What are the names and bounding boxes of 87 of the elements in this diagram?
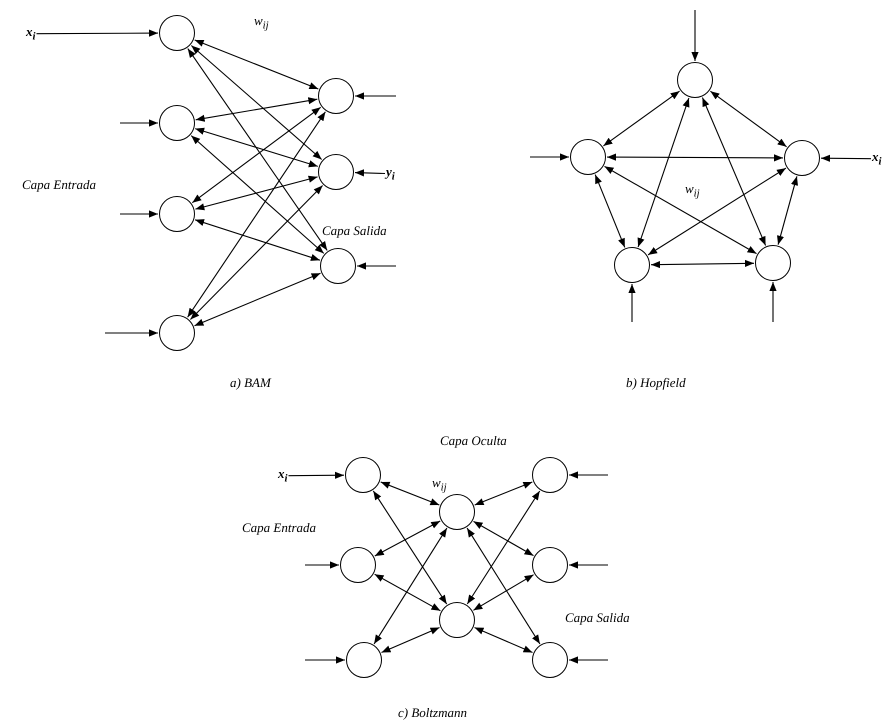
arrow (187, 48, 328, 251)
arrow (355, 92, 396, 100)
arrow (195, 176, 318, 210)
arrow (190, 185, 323, 320)
layer-label: Capa Oculta (440, 434, 507, 447)
weight-label: w$_{ij}$ (254, 14, 269, 32)
neuron-circle (614, 247, 650, 283)
signal-label: x$_{i}$ (872, 150, 882, 168)
arrow (194, 39, 318, 90)
neuron-circle (439, 602, 475, 638)
signal-label: x$_{i}$ (26, 25, 36, 42)
arrow (288, 472, 344, 479)
arrow (105, 329, 158, 337)
arrow (381, 627, 440, 653)
neuron-circle (755, 245, 791, 281)
arrow (603, 90, 680, 146)
arrow (36, 30, 158, 37)
arrow (374, 528, 448, 644)
panel-caption: a) BAM (230, 376, 271, 389)
arrow (192, 106, 322, 204)
arrow (354, 169, 386, 176)
layer-label: Capa Entrada (22, 178, 96, 191)
arrow (190, 45, 322, 160)
neuron-circle (320, 248, 356, 284)
arrow (821, 154, 871, 162)
arrow (120, 119, 158, 127)
arrow (473, 574, 534, 611)
arrow (638, 98, 690, 248)
arrow (648, 168, 786, 256)
arrow (569, 471, 608, 479)
arrow (607, 154, 783, 162)
arrow (466, 528, 540, 644)
layer-label: Capa Salida (565, 611, 630, 624)
neuron-circle (159, 105, 195, 141)
arrow (120, 210, 158, 218)
neuron-circle (346, 642, 382, 678)
arrow (357, 262, 396, 270)
arrow (380, 481, 440, 506)
arrow (702, 97, 766, 246)
weight-label: w$_{ij}$ (432, 476, 447, 494)
neuron-circle (345, 457, 381, 493)
layer-label: Capa Entrada (242, 521, 316, 534)
neuron-circle (318, 154, 354, 190)
arrow (372, 490, 448, 604)
neuron-circle (439, 494, 475, 530)
neuron-circle (677, 62, 713, 98)
arrow (474, 627, 533, 653)
arrow (569, 561, 608, 569)
neuron-circle (159, 15, 195, 51)
arrow (628, 284, 636, 322)
arrow (569, 656, 608, 664)
arrow (194, 272, 321, 326)
arrow (195, 128, 318, 168)
neuron-circle (340, 547, 376, 583)
weight-label: w$_{ij}$ (685, 182, 700, 200)
signal-label: x$_{i}$ (278, 467, 288, 484)
arrow (190, 135, 324, 254)
arrow (777, 176, 798, 245)
arrow (374, 520, 440, 556)
arrow (196, 97, 318, 122)
arrow (710, 90, 787, 148)
neuron-circle (784, 140, 820, 176)
neuron-circle (318, 78, 354, 114)
arrow (651, 260, 754, 268)
arrow (474, 481, 532, 506)
neuron-circle (532, 642, 568, 678)
arrow (374, 574, 441, 612)
arrow (194, 219, 320, 261)
arrow (473, 520, 534, 556)
neuron-circle (532, 457, 568, 493)
arrow (187, 112, 326, 318)
arrow (305, 561, 339, 569)
arrow (769, 282, 777, 322)
arrow (530, 153, 569, 161)
arrow (604, 166, 757, 254)
panel-caption: b) Hopfield (626, 376, 686, 389)
arrow (466, 490, 540, 604)
neuron-circle (570, 139, 606, 175)
arrow (691, 10, 699, 61)
arrow (305, 656, 345, 664)
layer-label: Capa Salida (322, 224, 387, 237)
neuron-circle (159, 315, 195, 351)
panel-caption: c) Boltzmann (398, 706, 467, 719)
neuron-circle (532, 547, 568, 583)
arrow (594, 174, 626, 248)
signal-label: y$_{i}$ (386, 165, 395, 182)
neuron-circle (159, 196, 195, 232)
